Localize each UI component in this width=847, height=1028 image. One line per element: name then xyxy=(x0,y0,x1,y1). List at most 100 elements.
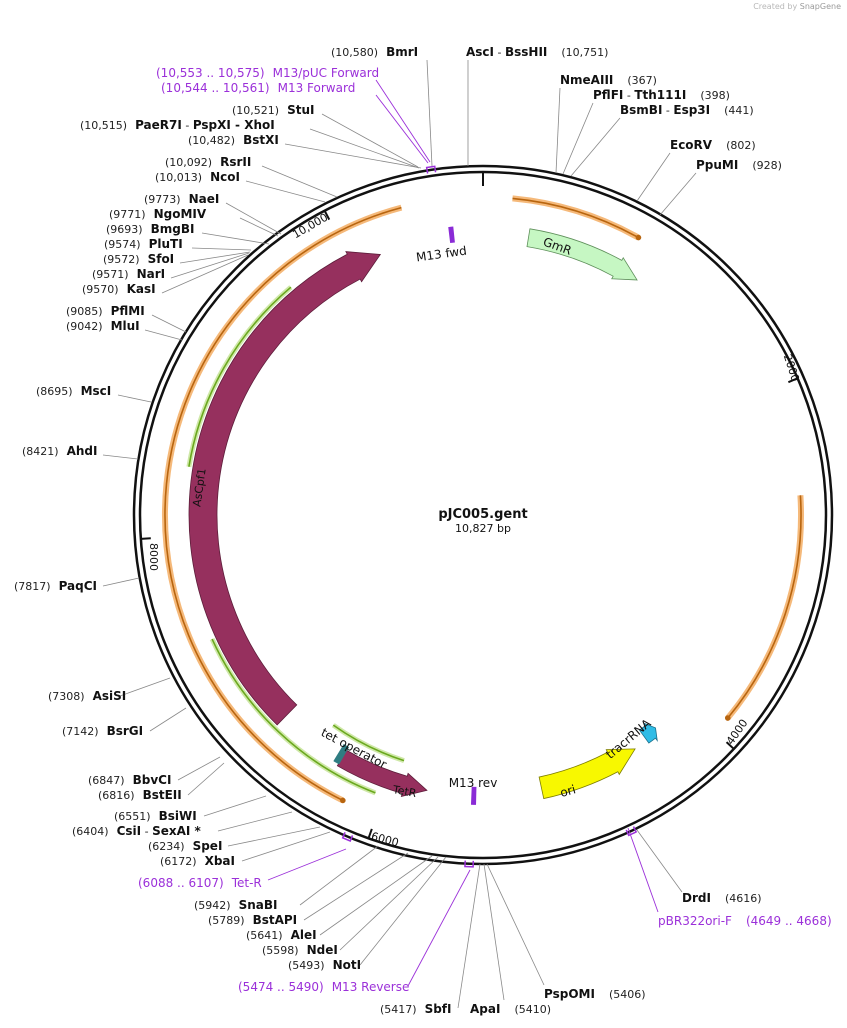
site-name-alei: AleI xyxy=(291,928,317,942)
orf-arc-gmr-head xyxy=(635,234,642,241)
site-ncoi: (10,013)NcoI xyxy=(155,170,240,184)
snapgene-brand: SnapGene xyxy=(799,2,841,11)
site-ecorv: EcoRV(802) xyxy=(670,138,756,152)
site-position: (6847) xyxy=(88,774,125,787)
site-name-sbfi: SbfI xyxy=(425,1002,452,1016)
site-leader-kasi xyxy=(161,254,249,294)
primer-name: M13 Forward xyxy=(278,81,356,95)
site-name-bsmbi: BsmBI xyxy=(620,103,662,117)
primer-name: Tet-R xyxy=(231,876,262,890)
site-sep: - xyxy=(494,46,505,59)
site-name-bbvci: BbvCI xyxy=(133,773,172,787)
orf-arc-gmr-line xyxy=(512,197,639,239)
site-position: (5406) xyxy=(609,988,646,1001)
site-leader-bmri xyxy=(426,59,433,167)
site-name-bstxi: BstXI xyxy=(243,133,279,147)
site-leader-asisi xyxy=(119,677,171,697)
orf-arc-ascpf1-line xyxy=(164,206,402,802)
site-position: (8695) xyxy=(36,385,73,398)
watermark-prefix: Created by xyxy=(753,2,798,11)
feature-ori xyxy=(538,748,636,800)
site-leader-drdi xyxy=(636,829,683,893)
site-leader-bstxi xyxy=(284,143,422,169)
orf-green-tetr-line xyxy=(332,724,405,762)
site-naei: (9773)NaeI xyxy=(144,192,219,206)
site-lines xyxy=(102,59,697,1009)
site-name-tth111i: Tth111I xyxy=(634,88,686,102)
site-position: (5942) xyxy=(194,899,231,912)
tick-mark xyxy=(787,377,798,384)
site-position: (9085) xyxy=(66,305,103,318)
site-position: (6551) xyxy=(114,810,151,823)
site-sep: - xyxy=(141,825,152,838)
site-leader-paqci xyxy=(102,577,140,587)
ori-label: ori xyxy=(558,782,577,800)
site-position: (10,013) xyxy=(155,171,202,184)
site-leader-bmgbi xyxy=(201,232,270,245)
primer-name: M13/pUC Forward xyxy=(273,66,380,80)
site-leader-alei xyxy=(319,855,433,936)
site-name-pflfi: PflFI xyxy=(593,88,623,102)
site-name-msci: MscI xyxy=(81,384,112,398)
feature-tet-operator xyxy=(333,743,350,765)
site-leader-bstapi xyxy=(303,852,409,921)
site-leader-pflmi xyxy=(151,314,187,333)
plasmid-length: 10,827 bp xyxy=(455,522,511,535)
site-name-pspxi: PspXI xyxy=(193,118,231,132)
site-position: (802) xyxy=(726,139,756,152)
site-leader-bbvci xyxy=(177,756,221,781)
site-name-bsteii: BstEII xyxy=(143,788,182,802)
primer-m13-forward: (10,544 .. 10,561) M13 Forward xyxy=(161,81,355,95)
site-name-bmri: BmrI xyxy=(386,45,418,59)
orf-green-lower-line xyxy=(211,638,376,794)
site-position: (5410) xyxy=(514,1003,551,1016)
site-position: (10,580) xyxy=(331,46,378,59)
site-leader-ppumi xyxy=(659,172,697,216)
primer-range: (10,544 .. 10,561) xyxy=(161,81,270,95)
site-sfoi: (9572)SfoI xyxy=(103,252,174,266)
site-bsteii: (6816)BstEII xyxy=(98,788,182,802)
site-name-csii: CsiI xyxy=(117,824,142,838)
tick-label: 2000 xyxy=(781,353,802,384)
site-bsrgi: (7142)BsrGI xyxy=(62,724,143,738)
site-leader-ecorv xyxy=(636,152,671,202)
orf-arc-ascpf1-head xyxy=(340,797,346,804)
site-leader-naei xyxy=(225,202,282,235)
site-position: (10,521) xyxy=(232,104,279,117)
primer-range: (5474 .. 5490) xyxy=(238,980,324,994)
site-position: (9693) xyxy=(106,223,143,236)
snapgene-watermark: Created by SnapGene xyxy=(753,2,841,11)
site-leader-bsiwi xyxy=(203,795,267,817)
site-rsrii: (10,092)RsrII xyxy=(165,155,251,169)
site-name-asisi: AsiSI xyxy=(93,689,127,703)
orf-arc-right-line xyxy=(727,495,802,719)
site-name-xhoi: XhoI xyxy=(244,118,275,132)
feature-gmr xyxy=(526,228,638,281)
orf-arc-right xyxy=(725,495,804,720)
primer-name: M13 Reverse xyxy=(332,980,410,994)
site-name-nmeaiii: NmeAIII xyxy=(560,73,613,87)
site-position: (5641) xyxy=(246,929,283,942)
site-name-pspomi: PspOMI xyxy=(544,987,595,1001)
primer-range: (6088 .. 6107) xyxy=(138,876,224,890)
site-position: (398) xyxy=(700,89,730,102)
primer-m13-reverse: (5474 .. 5490) M13 Reverse xyxy=(238,980,409,994)
site-sep: - xyxy=(182,119,193,132)
primer-bracket-m13-rev xyxy=(464,860,475,868)
site-bsmbi: BsmBI - Esp3I(441) xyxy=(620,103,754,117)
site-ndei: (5598)NdeI xyxy=(262,943,338,957)
site-leader-bsteii xyxy=(187,762,225,796)
feature-m13-fwd xyxy=(448,226,455,243)
tick-mark xyxy=(323,210,331,221)
site-leader-apai xyxy=(483,863,505,1001)
site-name-rsrii: RsrII xyxy=(220,155,251,169)
site-name-xbai: XbaI xyxy=(205,854,235,868)
site-name-ppumi: PpuMI xyxy=(696,158,738,172)
site-position: (8421) xyxy=(22,445,59,458)
site-bmgbi: (9693)BmgBI xyxy=(106,222,194,236)
site-position: (5598) xyxy=(262,944,299,957)
site-position: (367) xyxy=(627,74,657,87)
site-csii: (6404)CsiI - SexAI * xyxy=(72,824,202,838)
orf-arc-right-head xyxy=(724,715,731,721)
